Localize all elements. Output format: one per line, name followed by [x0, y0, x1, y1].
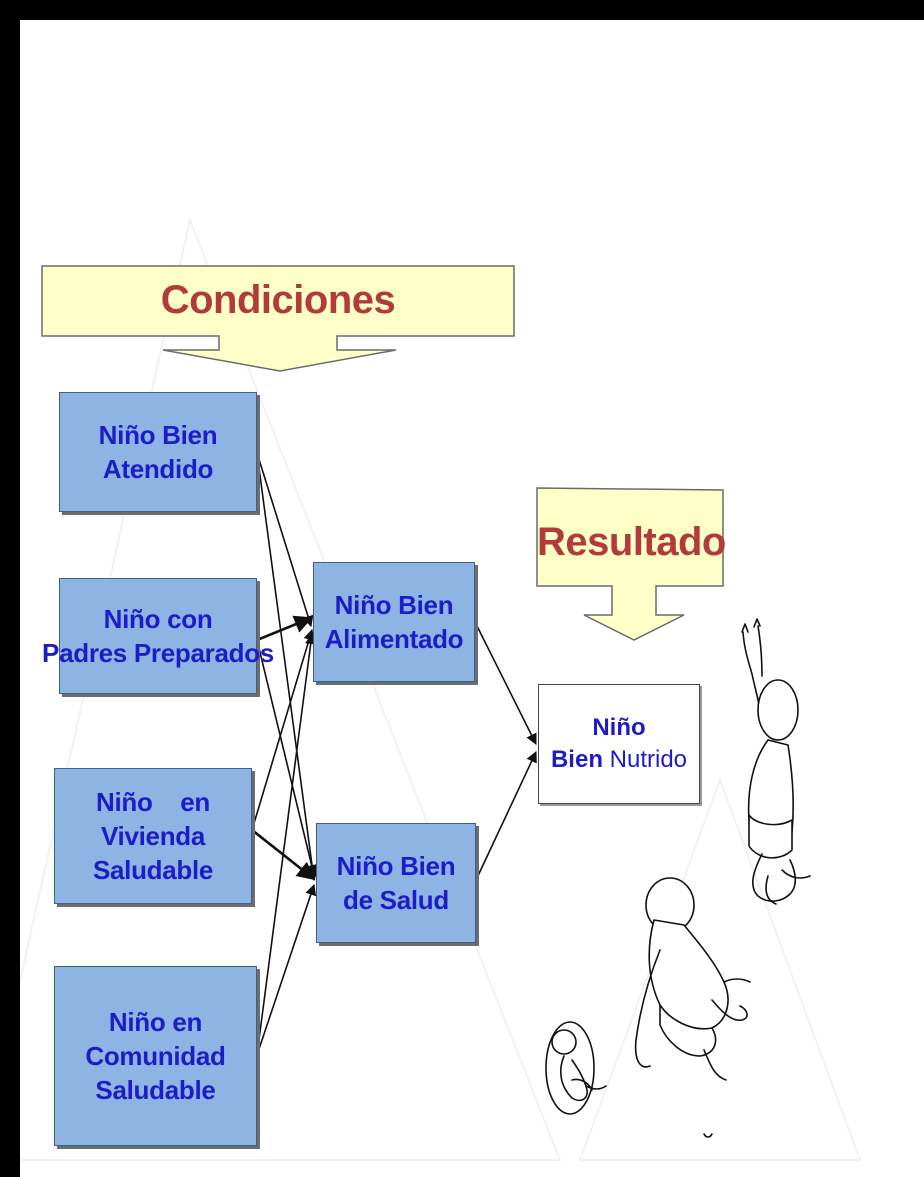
small-mark-icon — [703, 1133, 713, 1138]
node-line: Niño Bien — [336, 850, 456, 881]
baby-reaching-up-icon — [741, 618, 811, 905]
node-line: Niño Bien — [334, 589, 454, 620]
result-banner-label: Resultado — [537, 520, 726, 564]
node-nino-bien-de-salud: Niño Bien de Salud — [316, 823, 476, 943]
edge-padres-alimentado — [256, 615, 313, 642]
conditions-banner-arrow — [41, 265, 515, 372]
node-line: de Salud — [343, 885, 449, 915]
node-nino-bien-nutrido: Niño Bien Nutrido — [538, 684, 700, 804]
fetus-icon — [545, 1021, 607, 1115]
result-line-1: Niño — [592, 713, 646, 741]
node-line: Saludable — [92, 855, 214, 886]
node-line: Comunidad — [85, 1040, 226, 1071]
edge-comunidad-salud — [256, 883, 317, 1056]
node-line: Padres Preparados — [42, 638, 274, 668]
edge-atendido-salud — [256, 452, 319, 882]
connectors — [251, 452, 537, 1056]
edge-atendido-alimentado — [256, 452, 314, 628]
result-line-2: Bien Nutrido — [551, 744, 687, 776]
edge-alimentado-nutrido — [474, 621, 537, 746]
baby-crawling-icon — [634, 877, 751, 1081]
result-line-2-rest: Nutrido — [602, 746, 688, 773]
node-line: Niño con — [103, 603, 213, 634]
result-line-2-bold: Bien — [550, 746, 603, 773]
conditions-banner-label: Condiciones — [160, 278, 396, 322]
illustrations — [545, 618, 811, 1138]
edge-padres-salud — [256, 639, 318, 877]
edge-comunidad-alimentado — [256, 632, 317, 1056]
node-line: Niño en — [95, 786, 210, 817]
node-line: Saludable — [95, 1075, 216, 1106]
result-banner-arrow — [536, 487, 724, 641]
edge-vivienda-alimentado — [251, 628, 315, 831]
node-line: Niño en — [108, 1006, 203, 1037]
node-line: Vivienda — [100, 820, 206, 851]
node-line: Alimentado — [324, 624, 464, 654]
edge-salud-nutrido — [475, 750, 537, 881]
node-line: Atendido — [102, 454, 214, 484]
node-line: Niño Bien — [98, 419, 218, 450]
